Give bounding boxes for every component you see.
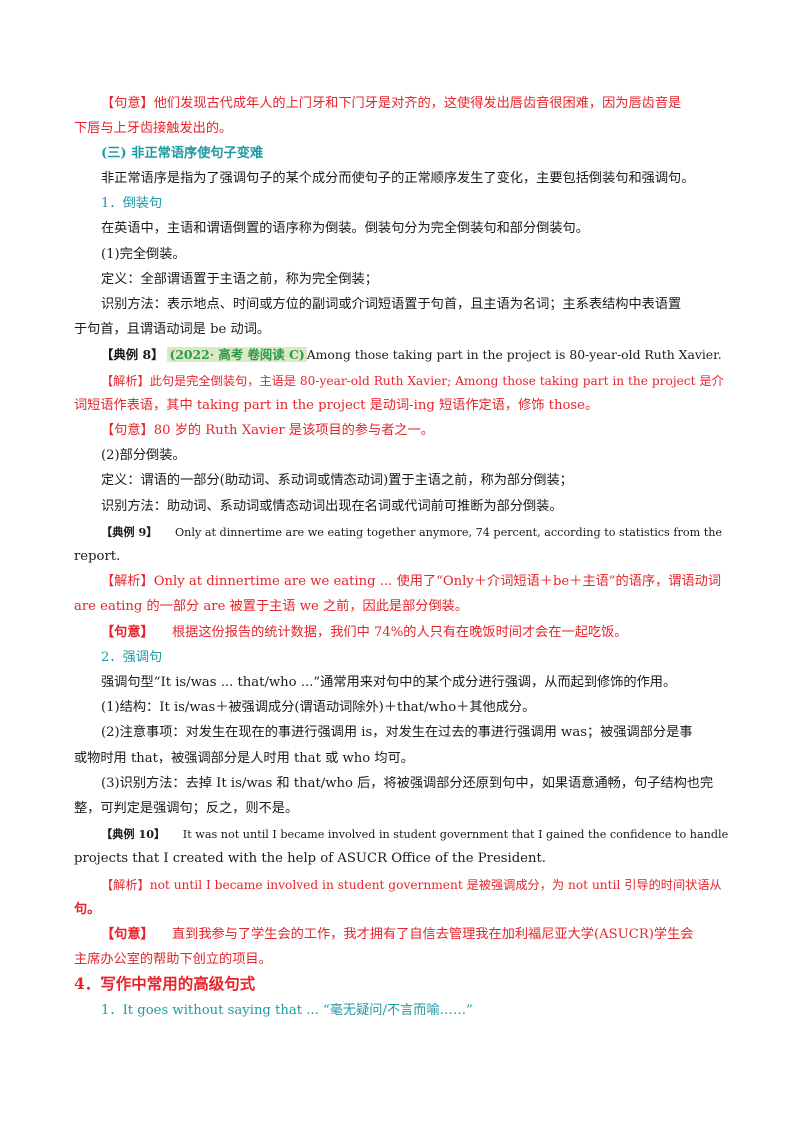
- subheading-emphasis: 2．强调句: [101, 650, 163, 665]
- sentence-meaning-line: 主席办公室的帮助下创立的项目。: [74, 952, 272, 967]
- meaning-label: 【句意】: [101, 625, 154, 640]
- analysis-line: 句。: [74, 902, 101, 917]
- section-heading-advanced: 4．写作中常用的高级句式: [74, 974, 256, 993]
- body-text: 定义：谓语的一部分(助动词、系动词或情态动词)置于主语之前，称为部分倒装；: [101, 473, 573, 488]
- example-text: projects that I created with the help of…: [74, 851, 546, 866]
- body-text: 在英语中，主语和谓语倒置的语序称为倒装。倒装句分为完全倒装句和部分倒装句。: [101, 221, 589, 236]
- body-text: 非正常语序是指为了强调句子的某个成分而使句子的正常顺序发生了变化，主要包括倒装句…: [101, 171, 695, 186]
- meaning-text: 直到我参与了学生会的工作，我才拥有了自信去管理我在加利福尼亚大学(ASUCR)学…: [171, 927, 694, 942]
- source-tag: (2022· 高考 卷阅读 C): [167, 347, 307, 362]
- sentence-meaning-line: 【句意】80 岁的 Ruth Xavier 是该项目的参与者之一。: [101, 423, 434, 438]
- analysis-line: 【解析】not until I became involved in stude…: [101, 878, 722, 892]
- subheading-pattern: 1．It goes without saying that ... “毫无疑问/…: [101, 1003, 473, 1018]
- example-label: 【典例 9】: [101, 525, 158, 539]
- example-9: 【典例 9】 Only at dinnertime are we eating …: [101, 523, 728, 542]
- body-text: (2)注意事项：对发生在现在的事进行强调用 is，对发生在过去的事进行强调用 w…: [101, 725, 693, 740]
- meaning-label: 【句意】: [101, 927, 154, 942]
- sentence-meaning-10: 【句意】 直到我参与了学生会的工作，我才拥有了自信去管理我在加利福尼亚大学(AS…: [101, 926, 728, 944]
- example-10: 【典例 10】 It was not until I became involv…: [101, 825, 728, 844]
- sentence-meaning-line: 【句意】他们发现古代成年人的上门牙和下门牙是对齐的，这使得发出唇齿音很困难，因为…: [101, 96, 682, 111]
- sentence-meaning-9: 【句意】 根据这份报告的统计数据，我们中 74%的人只有在晚饭时间才会在一起吃饭…: [101, 624, 728, 642]
- example-label: 【典例 10】: [101, 827, 166, 841]
- meaning-text: 根据这份报告的统计数据，我们中 74%的人只有在晚饭时间才会在一起吃饭。: [171, 625, 628, 640]
- body-text: 或物时用 that，被强调部分是人时用 that 或 who 均可。: [74, 751, 414, 766]
- body-text: 整，可判定是强调句；反之，则不是。: [74, 801, 299, 816]
- body-text: (2)部分倒装。: [101, 448, 186, 463]
- analysis-line: 词短语作表语，其中 taking part in the project 是动词…: [74, 398, 599, 413]
- body-text: (1)结构：It is/was＋被强调成分(谓语动词除外)＋that/who＋其…: [101, 700, 536, 715]
- body-text: 识别方法：表示地点、时间或方位的副词或介词短语置于句首，且主语为名词；主系表结构…: [101, 297, 682, 312]
- body-text: 识别方法：助动词、系动词或情态动词出现在名词或代词前可推断为部分倒装。: [101, 499, 563, 514]
- example-text: Among those taking part in the project i…: [306, 347, 722, 362]
- analysis-line: 【解析】此句是完全倒装句，主语是 80-year-old Ruth Xavier…: [101, 374, 724, 388]
- example-text: It was not until I became involved in st…: [182, 828, 729, 841]
- body-text: (3)识别方法：去掉 It is/was 和 that/who 后，将被强调部分…: [101, 776, 714, 791]
- body-text: (1)完全倒装。: [101, 247, 186, 262]
- example-text: Only at dinnertime are we eating togethe…: [175, 526, 723, 539]
- body-text: 定义：全部谓语置于主语之前，称为完全倒装；: [101, 272, 378, 287]
- sentence-meaning-line: 下唇与上牙齿接触发出的。: [74, 121, 233, 136]
- body-text: 于句首，且谓语动词是 be 动词。: [74, 322, 271, 337]
- subheading-inversion: 1．倒装句: [101, 196, 163, 211]
- analysis-line: 【解析】Only at dinnertime are we eating ...…: [101, 574, 722, 589]
- example-text: report.: [74, 549, 121, 564]
- section-heading: (三) 非正常语序使句子变难: [101, 146, 264, 161]
- example-8: 【典例 8】 (2022· 高考 卷阅读 C)Among those takin…: [101, 346, 728, 364]
- example-label: 【典例 8】: [101, 347, 164, 362]
- analysis-line: are eating 的一部分 are 被置于主语 we 之前，因此是部分倒装。: [74, 599, 469, 614]
- body-text: 强调句型“It is/was ... that/who ...”通常用来对句中的…: [101, 675, 677, 690]
